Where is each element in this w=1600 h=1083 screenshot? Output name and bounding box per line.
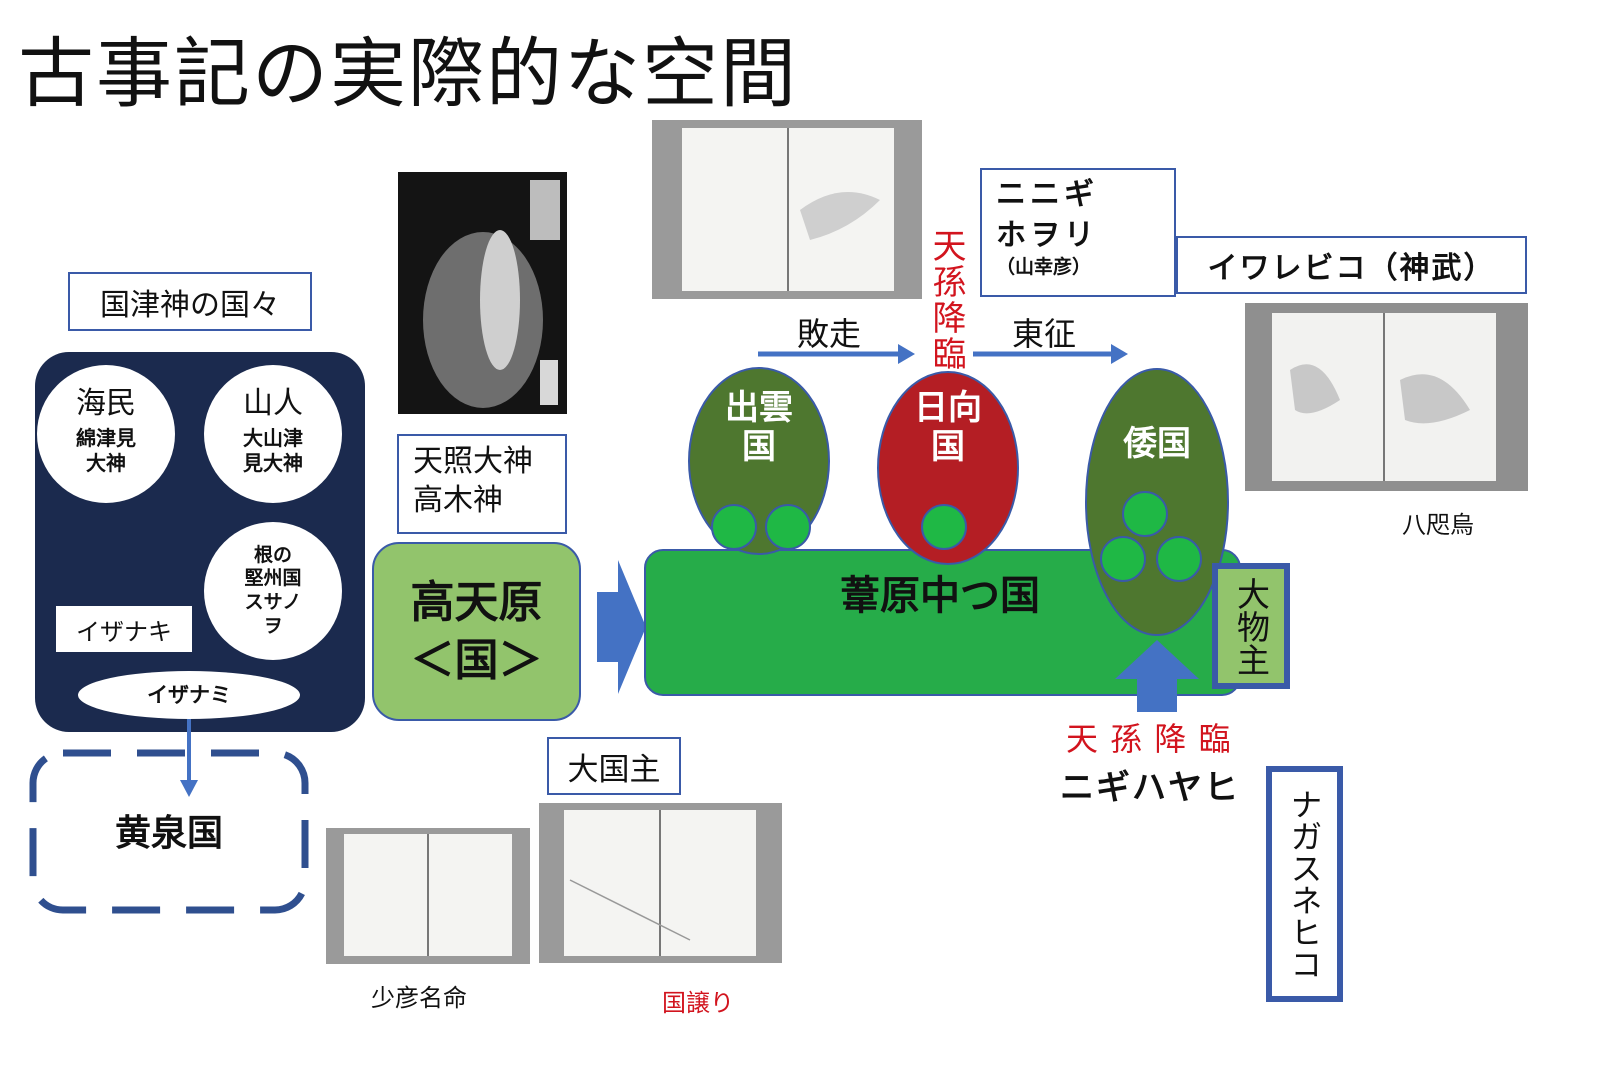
yomi-print-image <box>398 172 567 414</box>
nigihayahi-arrow <box>1115 640 1199 712</box>
descent-arrow-head <box>180 780 198 797</box>
takamagahara-label: 高天原 ＜国＞ <box>410 577 543 686</box>
nigihayahi-label: ニギハヤヒ <box>1060 768 1240 808</box>
ninigi-line-2: ホヲリ <box>996 218 1098 253</box>
tenson-korin-vertical: 天孫降臨 <box>926 228 966 372</box>
ashihara-label: 葦原中つ国 <box>840 573 1040 619</box>
kuniyuzuri-caption: 国譲り <box>662 989 734 1017</box>
omononushi-label: 大物主 <box>1231 576 1271 676</box>
haisou-label: 敗走 <box>797 315 862 353</box>
izumo-label: 出雲 国 <box>725 387 793 467</box>
hyuga-dot <box>921 504 967 550</box>
yama-circle <box>204 365 342 503</box>
yama-top-label: 山人 <box>243 386 303 421</box>
wa-label: 倭国 <box>1123 423 1191 464</box>
book-image-2 <box>1245 303 1528 491</box>
umi-circle <box>37 365 175 503</box>
iwarebiko-label: イワレビコ（神武） <box>1207 251 1496 286</box>
iwarebiko-box: イワレビコ（神武） <box>1176 236 1527 294</box>
yatagarasu-caption: 八咫烏 <box>1402 511 1474 539</box>
izumo-dot-2 <box>765 504 811 550</box>
tousei-arrow-head <box>1111 344 1128 364</box>
yama-text: 山人 大山津 見大神 <box>204 378 342 476</box>
amaterasu-box: 天照大神 高木神 <box>397 434 567 534</box>
izanami-ellipse <box>78 671 300 719</box>
omononushi-box: 大物主 <box>1212 563 1290 689</box>
ne-label: 根の 堅州国 スサノ ヲ <box>244 543 302 637</box>
izanagi-box: イザナキ <box>55 605 193 653</box>
izanami-label: イザナミ <box>147 683 231 707</box>
wa-dot-2 <box>1100 536 1146 582</box>
hyuga-ellipse <box>877 371 1019 565</box>
wa-dot-3 <box>1156 536 1202 582</box>
haisou-arrow-head <box>898 344 915 364</box>
book-image-4 <box>539 803 782 963</box>
izanagi-label: イザナキ <box>76 617 172 646</box>
yomi-label: 黄泉国 <box>114 813 223 854</box>
book-image-1 <box>652 120 922 299</box>
umi-text: 海民 綿津見 大神 <box>37 378 175 476</box>
nagasunehiko-box: ナガスネヒコ <box>1266 766 1343 1002</box>
sukunahikona-caption: 少彦名命 <box>371 984 467 1012</box>
ninigi-box: ニニギ ホヲリ （山幸彦） <box>980 168 1176 297</box>
okuninushi-label: 大国主 <box>567 751 661 788</box>
ninigi-line-1: ニニギ <box>996 177 1098 212</box>
book-image-3 <box>326 828 530 964</box>
amaterasu-label: 天照大神 高木神 <box>413 444 533 518</box>
umi-top-label: 海民 <box>76 386 136 421</box>
kunitsu-label: 国津神の国々 <box>100 287 280 323</box>
tousei-label: 東征 <box>1012 315 1077 353</box>
ne-circle <box>204 522 342 660</box>
tenson-korin-horizontal: 天 孫 降 臨 <box>1066 720 1232 758</box>
wa-dot-1 <box>1122 491 1168 537</box>
page-title: 古事記の実際的な空間 <box>18 29 798 118</box>
yomi-region <box>29 749 309 914</box>
umi-bottom-label: 綿津見 大神 <box>76 426 136 475</box>
yama-bottom-label: 大山津 見大神 <box>243 426 303 475</box>
izumo-dot-1 <box>711 504 757 550</box>
hyuga-label: 日向 国 <box>914 387 982 467</box>
kunitsu-label-box: 国津神の国々 <box>68 272 312 331</box>
takamagahara-region <box>372 542 581 721</box>
nagasunehiko-label: ナガスネヒコ <box>1285 788 1324 980</box>
ninigi-line-3: （山幸彦） <box>996 256 1092 278</box>
okuninushi-box: 大国主 <box>547 737 681 795</box>
takamagahara-arrow <box>597 560 646 694</box>
